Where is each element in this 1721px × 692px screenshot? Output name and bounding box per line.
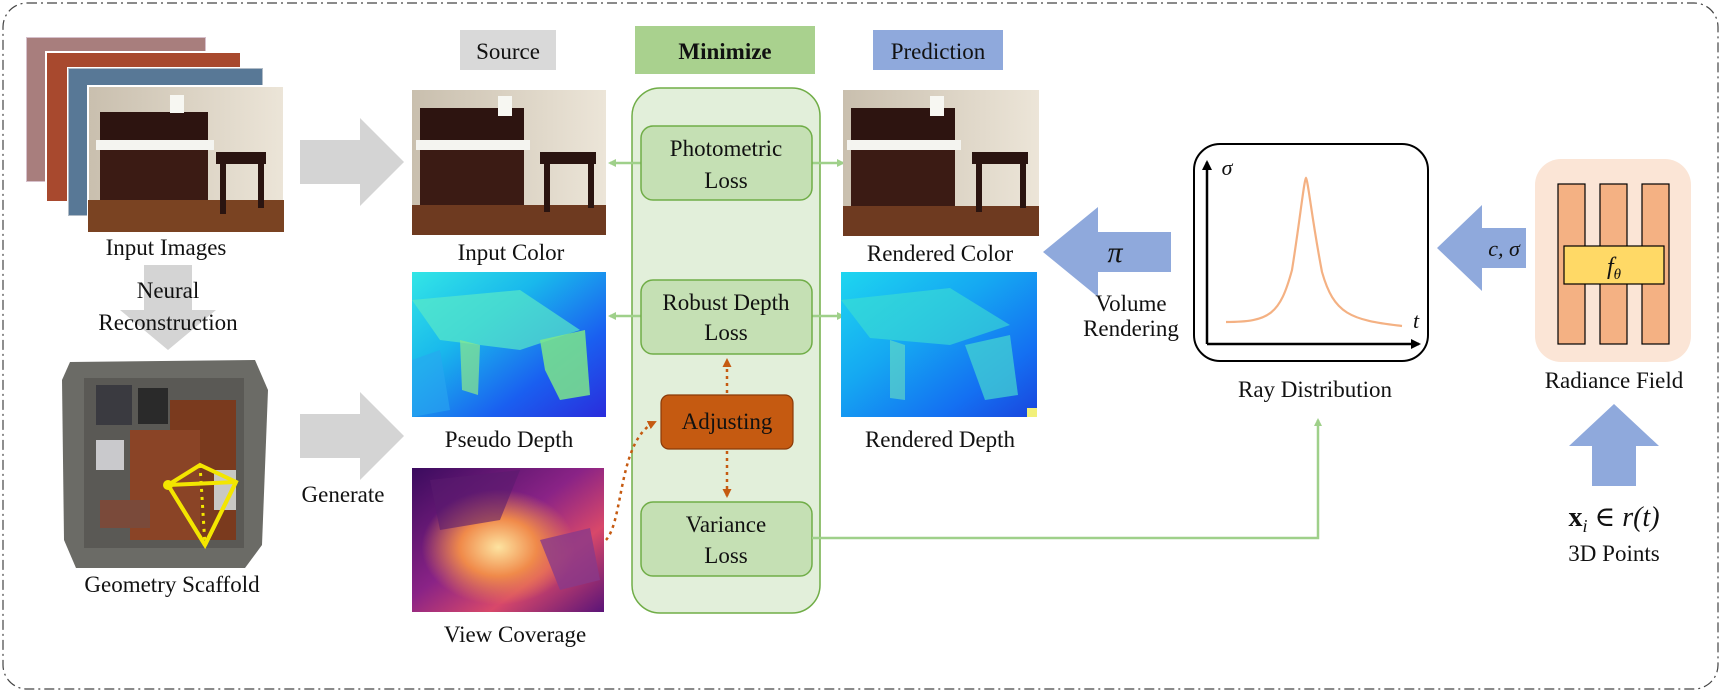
rendered-depth-label: Rendered Depth: [865, 427, 1016, 452]
photometric-loss-label-2: Loss: [704, 168, 748, 193]
pseudo-depth-image: [412, 272, 606, 417]
density-curve: [1225, 176, 1403, 328]
robust-depth-loss-box: [640, 279, 813, 355]
t-axis-label: t: [1413, 308, 1420, 333]
f-theta-box: [1563, 245, 1665, 285]
rendered-depth-image: [841, 272, 1037, 417]
rendered-color-label: Rendered Color: [867, 241, 1014, 266]
input-images-label: Input Images: [106, 235, 227, 260]
variance-loss-label-2: Loss: [704, 543, 748, 568]
reconstruction-arrow: [120, 265, 216, 350]
neural-reconstruction-label-2: Reconstruction: [98, 310, 238, 335]
adjusting-label: Adjusting: [682, 409, 773, 434]
ray-distribution-box: [1193, 143, 1429, 362]
generate-arrow: [300, 392, 404, 480]
variance-loss-label-1: Variance: [686, 512, 766, 537]
c-sigma-label: c, σ: [1488, 236, 1521, 261]
radiance-field-label: Radiance Field: [1545, 368, 1684, 393]
view-coverage-image: [412, 468, 604, 612]
geometry-scaffold-label: Geometry Scaffold: [84, 572, 260, 597]
c-sigma-arrow: [1437, 205, 1526, 291]
input-color-image: [412, 90, 606, 235]
pseudo-depth-label: Pseudo Depth: [445, 427, 574, 452]
volume-rendering-label-2: Rendering: [1083, 316, 1179, 341]
f-theta-label: fθ: [1607, 254, 1622, 283]
input-color-label: Input Color: [458, 240, 565, 265]
prediction-header: [873, 30, 1003, 70]
generate-label: Generate: [302, 482, 385, 507]
adjusting-box: [660, 394, 794, 450]
input-images-stack: [25, 36, 285, 233]
sigma-axis-label: σ: [1222, 155, 1234, 180]
minimize-header: [635, 26, 815, 74]
input-to-source-arrow: [300, 118, 404, 206]
piano-photo-front: [87, 85, 285, 233]
source-header-label: Source: [476, 39, 540, 64]
robust-depth-loss-label-2: Loss: [704, 320, 748, 345]
geometry-scaffold-image: [62, 360, 268, 568]
volume-rendering-arrow: [1043, 207, 1171, 297]
ray-distribution-label: Ray Distribution: [1238, 377, 1392, 402]
robust-depth-loss-label-1: Robust Depth: [662, 290, 790, 315]
rendered-color-image: [843, 90, 1039, 236]
points-formula: xi ∈ r(t): [1568, 502, 1659, 536]
photometric-loss-label-1: Photometric: [670, 136, 782, 161]
volume-rendering-label-1: Volume: [1095, 291, 1166, 316]
variance-to-ray-arrow: [812, 418, 1322, 540]
view-coverage-label: View Coverage: [444, 622, 586, 647]
pi-symbol: π: [1107, 236, 1123, 269]
prediction-header-label: Prediction: [891, 39, 986, 64]
neural-reconstruction-label-1: Neural: [137, 278, 200, 303]
photometric-loss-box: [640, 125, 813, 201]
minimize-header-label: Minimize: [678, 39, 771, 64]
points-up-arrow: [1569, 404, 1659, 486]
points-caption: 3D Points: [1568, 541, 1659, 566]
source-header: [460, 30, 556, 70]
